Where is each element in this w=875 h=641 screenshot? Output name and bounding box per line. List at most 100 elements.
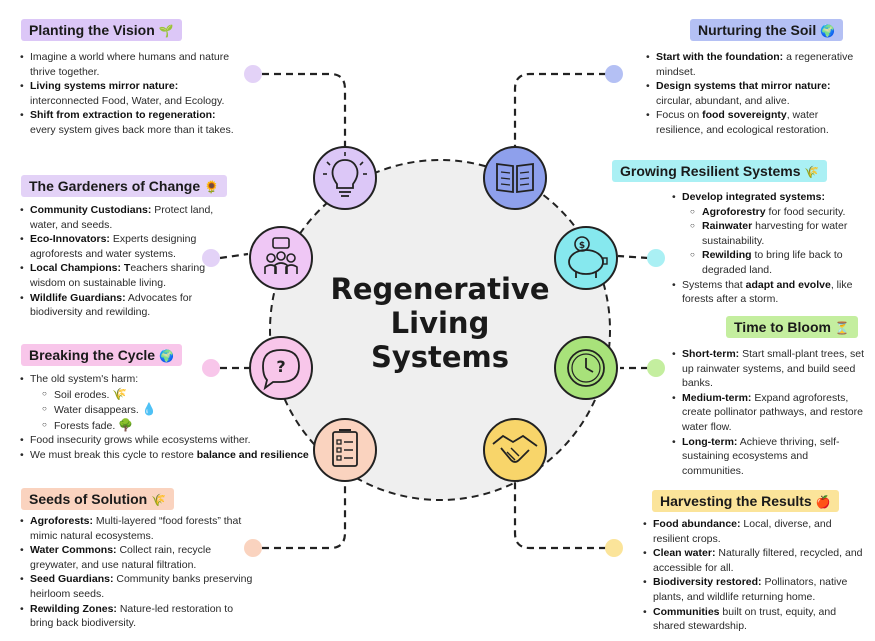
item-bold: Rainwater	[702, 220, 753, 233]
item-text: every system gives back more than it tak…	[30, 123, 234, 136]
item-text: Systems that	[682, 278, 746, 291]
list-item: Clean water: Naturally filtered, recycle…	[643, 546, 869, 575]
seedling-icon: 🌱	[158, 24, 174, 38]
vision-list: Imagine a world where humans and nature …	[18, 50, 243, 138]
item-text: Soil erodes.	[54, 388, 110, 401]
item-bold: Rewilding Zones:	[30, 602, 117, 615]
item-bold: Clean water:	[653, 547, 716, 560]
item-bold: Agroforests:	[30, 515, 94, 527]
lightbulb-icon	[313, 146, 377, 210]
item-text: The old system's harm:	[30, 373, 139, 385]
item-text: Multi-layered “food forests” that mimic …	[30, 515, 242, 542]
clock-icon	[554, 336, 618, 400]
heading-planting-the-vision: Planting the Vision 🌱	[21, 19, 182, 41]
list-item: Water Commons: Collect rain, recycle gre…	[20, 543, 256, 572]
item-text: Water disappears.	[54, 404, 139, 417]
dot-vision	[244, 65, 262, 83]
list-item: Agroforests: Multi-layered “food forests…	[20, 514, 256, 543]
list-item: Design systems that mirror nature: circu…	[646, 79, 866, 108]
center-title-line1: Regenerative	[330, 272, 550, 306]
list-item: Living systems mirror nature: interconne…	[20, 79, 243, 108]
list-item: Biodiversity restored: Pollinators, nati…	[643, 575, 869, 604]
item-text: interconnected Food, Water, and Ecology.	[30, 94, 225, 107]
droplet-icon: 💧	[141, 402, 157, 417]
item-text: Collect rain, recycle greywater, and use…	[30, 544, 212, 571]
sub-item: Rainwater harvesting for water sustainab…	[690, 219, 870, 248]
list-item: Communities built on trust, equity, and …	[643, 605, 869, 634]
heading-text: Nurturing the Soil	[698, 22, 817, 38]
sub-item: Rewilding to bring life back to degraded…	[690, 248, 870, 277]
item-text: Start small-plant trees, set up rainwate…	[682, 348, 865, 390]
item-text: Pollinators, native plants, and wildlife…	[653, 576, 848, 603]
people-icon	[249, 226, 313, 290]
heading-text: Time to Bloom	[734, 319, 831, 335]
item-text: harvesting for water sustainability.	[702, 220, 848, 247]
item-text: Forests fade.	[54, 419, 116, 432]
item-text: , water resilience, and ecological resto…	[656, 109, 829, 136]
item-bold: Community Custodians:	[30, 204, 152, 216]
list-item: The old system's harm: Soil erodes. 🌾 Wa…	[20, 372, 318, 434]
connector-soil	[513, 72, 606, 148]
dot-bloom	[647, 359, 665, 377]
checklist-icon	[313, 418, 377, 482]
list-item: We must break this cycle to restore bala…	[20, 448, 318, 463]
globe-icon: 🌍	[820, 24, 836, 38]
list-item: Long-term: Achieve thriving, self-sustai…	[672, 435, 865, 479]
item-text: We must break this cycle to restore	[30, 448, 197, 461]
connector-gardeners	[219, 252, 249, 260]
item-text: Local, diverse, and resilient crops.	[653, 518, 832, 545]
soil-list: Start with the foundation: a regenerativ…	[644, 50, 866, 138]
sub-item: Agroforestry for food security.	[690, 205, 870, 220]
hourglass-icon: ⏳	[834, 321, 850, 335]
dot-soil	[605, 65, 623, 83]
item-text: for food security.	[765, 205, 846, 218]
item-bold: Medium-term:	[682, 391, 752, 404]
heading-text: Seeds of Solution	[29, 491, 148, 507]
sub-item: Forests fade. 🌳	[42, 417, 318, 434]
item-bold: Local Champions: T	[30, 262, 131, 275]
heading-text: Planting the Vision	[29, 22, 155, 38]
sub-item: Soil erodes. 🌾	[42, 387, 318, 403]
bloom-list: Short-term: Start small-plant trees, set…	[670, 347, 865, 478]
item-text: Expand agroforests, create pollinator pa…	[682, 391, 863, 433]
seeds-list: Agroforests: Multi-layered “food forests…	[18, 514, 256, 631]
connector-vision	[262, 72, 347, 148]
item-text: Achieve thriving, self-sustaining ecosys…	[682, 435, 840, 477]
list-item: Start with the foundation: a regenerativ…	[646, 50, 866, 79]
list-item: Rewilding Zones: Nature-led restoration …	[20, 602, 256, 631]
svg-text:$: $	[579, 241, 585, 251]
item-bold: Food abundance:	[653, 518, 741, 530]
item-bold: Seed Guardians:	[30, 573, 114, 586]
wheat-icon: 🌾	[804, 165, 820, 179]
harvest-list: Food abundance: Local, diverse, and resi…	[641, 517, 869, 634]
item-text: , like forests after a storm.	[682, 278, 853, 306]
sunflower-icon: 🌻	[204, 180, 219, 194]
heading-breaking-the-cycle: Breaking the Cycle 🌍	[21, 344, 182, 366]
center-title: Regenerative Living Systems	[320, 272, 560, 374]
apple-icon: 🍎	[815, 495, 831, 509]
item-text: Focus on	[656, 109, 703, 122]
item-text: built on trust, equity, and shared stewa…	[653, 605, 837, 633]
item-bold: food sovereignty	[702, 109, 787, 122]
list-item: Systems that adapt and evolve, like fore…	[672, 278, 870, 307]
item-text: to bring life back to degraded land.	[702, 249, 843, 276]
tree-icon: 🌳	[118, 417, 134, 432]
item-bold: Living systems mirror nature:	[30, 80, 179, 93]
heading-growing-resilient-systems: Growing Resilient Systems 🌾	[612, 160, 828, 182]
heading-time-to-bloom: Time to Bloom ⏳	[726, 316, 858, 338]
connector-harvest	[513, 478, 606, 550]
dot-resilient	[647, 249, 665, 267]
item-bold: Shift from extraction to regeneration:	[30, 109, 216, 122]
item-text: Nature-led restoration to bring back bio…	[30, 602, 234, 630]
heading-nurturing-the-soil: Nurturing the Soil 🌍	[690, 19, 844, 41]
item-bold: Develop integrated systems:	[682, 191, 825, 203]
item-bold: balance and resilience	[196, 448, 309, 461]
item-text: circular, abundant, and alive.	[656, 94, 790, 107]
item-bold: Agroforestry	[702, 205, 766, 218]
heading-text: Breaking the Cycle	[29, 347, 156, 363]
heading-seeds-of-solution: Seeds of Solution 🌾	[21, 488, 175, 510]
item-text: Food insecurity grows while ecosystems w…	[30, 434, 251, 447]
heading-harvesting-the-results: Harvesting the Results 🍎	[652, 490, 839, 512]
wheat-icon: 🌾	[151, 493, 167, 507]
gardeners-list: Community Custodians: Protect land, wate…	[18, 203, 218, 320]
